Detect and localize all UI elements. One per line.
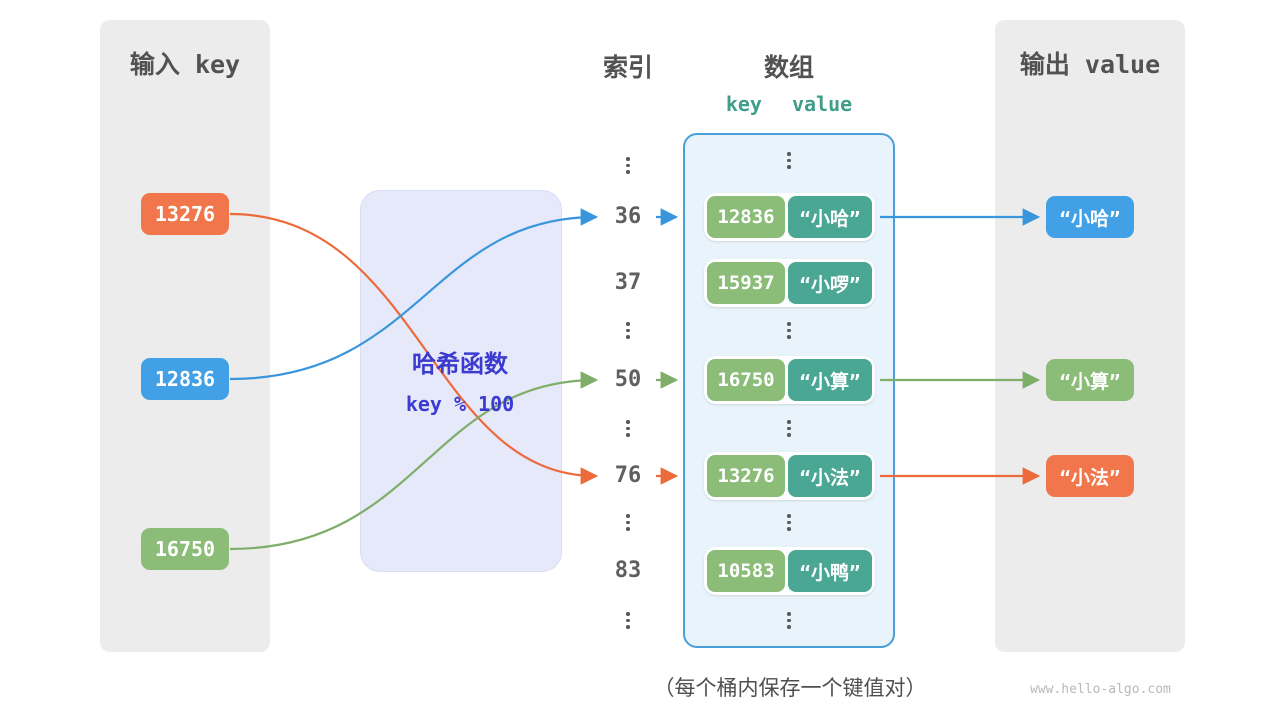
ellipsis-icon	[620, 514, 636, 531]
pair-key: 10583	[707, 550, 785, 592]
pair-key: 12836	[707, 196, 785, 238]
hash-function-box	[360, 190, 562, 572]
output-value-xiaosuan: “小算”	[1046, 359, 1134, 401]
ellipsis-icon	[781, 514, 797, 531]
index-50: 50	[614, 367, 642, 392]
input-key-13276: 13276	[141, 193, 229, 235]
output-panel	[995, 20, 1185, 652]
ellipsis-icon	[781, 322, 797, 339]
hash-function-formula: key % 100	[405, 392, 515, 416]
value-label: value	[791, 92, 853, 116]
pair-value: “小啰”	[788, 262, 872, 304]
hash-function-title: 哈希函数	[412, 350, 508, 378]
input-key-12836: 12836	[141, 358, 229, 400]
pair-value: “小鸭”	[788, 550, 872, 592]
kv-pair-16750: 16750 “小算”	[704, 356, 875, 404]
output-panel-title: 输出 value	[1019, 50, 1161, 79]
kv-pair-13276: 13276 “小法”	[704, 452, 875, 500]
watermark: www.hello-algo.com	[1030, 682, 1171, 697]
pair-key: 13276	[707, 455, 785, 497]
index-column-title: 索引	[602, 53, 653, 82]
pair-value: “小哈”	[788, 196, 872, 238]
ellipsis-icon	[620, 420, 636, 437]
ellipsis-icon	[781, 612, 797, 629]
input-key-16750: 16750	[141, 528, 229, 570]
key-value-header: key value	[683, 92, 895, 116]
input-panel-title: 输入 key	[129, 50, 241, 79]
diagram-caption: （每个桶内保存一个键值对）	[653, 676, 927, 700]
output-value-xiaofa: “小法”	[1046, 455, 1134, 497]
pair-key: 15937	[707, 262, 785, 304]
ellipsis-icon	[781, 420, 797, 437]
pair-value: “小法”	[788, 455, 872, 497]
ellipsis-icon	[781, 152, 797, 169]
index-37: 37	[614, 270, 642, 295]
array-column-title: 数组	[763, 53, 814, 82]
kv-pair-12836: 12836 “小哈”	[704, 193, 875, 241]
kv-pair-15937: 15937 “小啰”	[704, 259, 875, 307]
index-83: 83	[614, 558, 642, 583]
index-36: 36	[614, 204, 642, 229]
key-label: key	[725, 92, 762, 116]
ellipsis-icon	[620, 612, 636, 629]
ellipsis-icon	[620, 322, 636, 339]
pair-value: “小算”	[788, 359, 872, 401]
ellipsis-icon	[620, 157, 636, 174]
pair-key: 16750	[707, 359, 785, 401]
kv-pair-10583: 10583 “小鸭”	[704, 547, 875, 595]
index-76: 76	[614, 463, 642, 488]
output-value-xiaoha: “小哈”	[1046, 196, 1134, 238]
